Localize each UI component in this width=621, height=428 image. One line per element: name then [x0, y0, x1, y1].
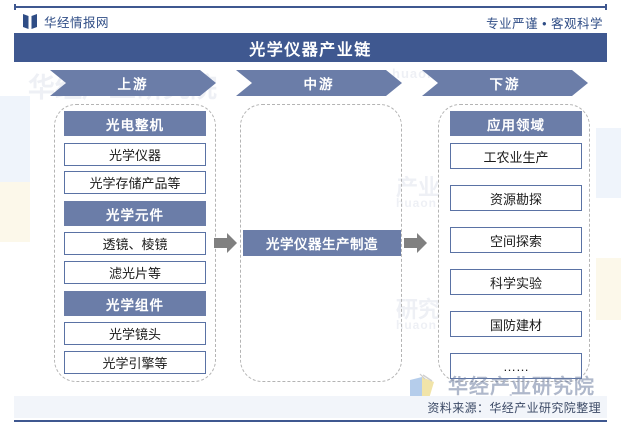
downstream-item-5-label: 国防建材 [489, 317, 542, 333]
upstream-item-1-2: 光学存储产品等 [64, 171, 206, 194]
upstream-group-header-3-label: 光学组件 [106, 297, 164, 313]
upstream-item-3-2-label: 光学引擎等 [102, 356, 168, 371]
downstream-item-2: 资源勘探 [450, 185, 582, 211]
upstream-item-3-1: 光学镜头 [64, 322, 206, 345]
upstream-item-2-1-label: 透镜、棱镜 [102, 237, 168, 252]
brand-row: 华经情报网 专业严谨 • 客观科学 [14, 10, 607, 34]
watermark-block-blue-right [596, 128, 621, 198]
watermark-text-fragment-4: huaon [396, 318, 437, 332]
watermark-text-fragment-3: 研究 [396, 297, 441, 322]
site-brand-label: 华经情报网 [44, 16, 110, 30]
upstream-item-1-1: 光学仪器 [64, 143, 206, 166]
stage-chevron-upstream: 上游 [50, 70, 216, 96]
downstream-item-3: 空间探索 [450, 227, 582, 253]
site-brand: 华经情报网 [23, 12, 109, 31]
upstream-item-1-1-label: 光学仪器 [108, 148, 161, 163]
site-tagline: 专业严谨 • 客观科学 [486, 17, 603, 31]
midstream-process-box: 光学仪器生产制造 [243, 230, 401, 256]
watermark-block-yellow-left [0, 182, 30, 242]
watermark-text-fragment-2: huaon [396, 196, 437, 210]
downstream-item-4: 科学实验 [450, 269, 582, 295]
arrow-upstream-to-midstream-icon [214, 232, 238, 254]
panel-downstream [438, 104, 590, 382]
watermark-block-blue-left [0, 96, 30, 182]
downstream-header-label: 应用领域 [487, 117, 545, 133]
downstream-header: 应用领域 [450, 111, 582, 136]
downstream-item-1: 工农业生产 [450, 143, 582, 169]
upstream-item-2-2-label: 滤光片等 [108, 266, 161, 281]
downstream-item-1-label: 工农业生产 [483, 149, 549, 165]
stage-label-downstream: 下游 [489, 77, 521, 92]
footer-band [14, 396, 607, 418]
upstream-group-header-1: 光电整机 [64, 111, 206, 136]
stage-label-midstream: 中游 [303, 77, 335, 92]
page-title: 光学仪器产业链 [249, 41, 372, 59]
stage-chevron-downstream: 下游 [422, 70, 588, 96]
panel-midstream [240, 104, 402, 382]
upstream-item-2-1: 透镜、棱镜 [64, 232, 206, 255]
frame-bottom-rule [14, 420, 607, 422]
downstream-item-5: 国防建材 [450, 311, 582, 337]
midstream-process-label: 光学仪器生产制造 [266, 237, 378, 252]
upstream-item-1-2-label: 光学存储产品等 [89, 176, 181, 191]
stage-label-upstream: 上游 [117, 77, 149, 92]
upstream-group-header-1-label: 光电整机 [106, 117, 164, 133]
chart-title-bar: 光学仪器产业链 [14, 33, 607, 62]
downstream-item-4-label: 科学实验 [489, 275, 542, 291]
watermark-block-yellow-right [596, 258, 621, 320]
downstream-item-6: …… [450, 353, 582, 379]
upstream-item-3-1-label: 光学镜头 [108, 327, 161, 342]
stage-chevron-midstream: 中游 [236, 70, 402, 96]
arrow-midstream-to-downstream-icon [404, 232, 428, 254]
upstream-group-header-2-label: 光学元件 [106, 207, 164, 223]
downstream-item-3-label: 空间探索 [489, 233, 542, 249]
source-note: 资料来源：华经产业研究院整理 [427, 401, 601, 415]
upstream-item-2-2: 滤光片等 [64, 261, 206, 284]
upstream-group-header-3: 光学组件 [64, 291, 206, 316]
book-mark-icon [23, 14, 37, 29]
upstream-item-3-2: 光学引擎等 [64, 351, 206, 374]
downstream-item-2-label: 资源勘探 [489, 191, 542, 207]
frame-top-rule [14, 6, 607, 8]
watermark-text-fragment-1: 产业 [396, 175, 441, 200]
downstream-item-6-label: …… [503, 358, 529, 374]
upstream-group-header-2: 光学元件 [64, 201, 206, 226]
